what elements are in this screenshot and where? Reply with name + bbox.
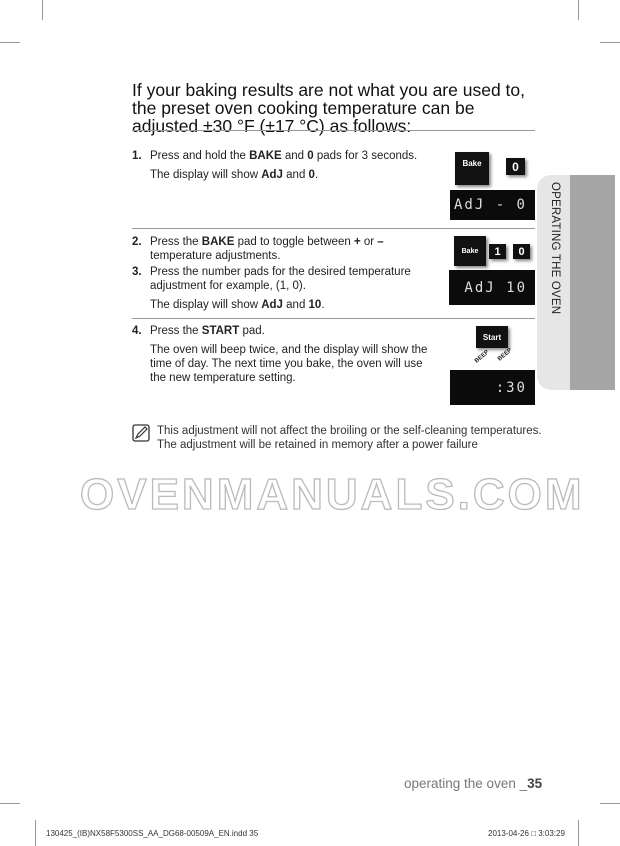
note-line: This adjustment will not affect the broi… (157, 425, 542, 437)
side-tab-bar (570, 175, 615, 390)
slug-date: 2013-04-26 □ 3:03:29 (488, 829, 565, 838)
step-number: 1. (132, 150, 142, 162)
crop-mark (42, 0, 43, 20)
step-2: 2. Press the BAKE pad to toggle between … (132, 235, 432, 263)
oven-display: :30 (450, 370, 535, 405)
step-3: 3. Press the number pads for the desired… (132, 265, 432, 312)
side-tab-label: OPERATING THE OVEN (549, 182, 561, 315)
crop-mark (578, 820, 579, 846)
heading-rule (132, 130, 535, 131)
crop-mark (600, 42, 620, 43)
watermark: OVENMANUALS.COM (79, 469, 585, 519)
page-number: 35 (527, 776, 543, 791)
crop-mark (0, 803, 20, 804)
divider (132, 318, 535, 319)
step-1: 1. Press and hold the BAKE and 0 pads fo… (132, 149, 432, 182)
oven-display: AdJ 10 (449, 270, 535, 305)
step-number: 3. (132, 266, 142, 278)
step-text: Press the BAKE pad to toggle between + o… (150, 236, 384, 262)
step-subtext: The oven will beep twice, and the displa… (150, 344, 428, 384)
bake-pad-image: Bake (454, 236, 486, 266)
oven-display: AdJ - 0 (450, 190, 535, 220)
bake-pad-image: Bake (455, 152, 489, 185)
zero-pad-image: 0 (513, 244, 530, 259)
step-number: 4. (132, 325, 142, 337)
page-heading: If your baking results are not what you … (132, 80, 525, 136)
note-pencil-icon (132, 424, 150, 442)
step-4: 4. Press the START pad. The oven will be… (132, 324, 432, 385)
step-subtext: The display will show AdJ and 10. (150, 299, 325, 311)
slug-file: 130425_(IB)NX58F5300SS_AA_DG68-00509A_EN… (46, 829, 259, 838)
step-number: 2. (132, 236, 142, 248)
step-text: Press and hold the BAKE and 0 pads for 3… (150, 150, 418, 162)
one-pad-image: 1 (489, 244, 506, 259)
crop-mark (0, 42, 20, 43)
crop-mark (578, 0, 579, 20)
zero-pad-image: 0 (506, 158, 525, 175)
divider (132, 228, 535, 229)
step-subtext: The display will show AdJ and 0. (150, 169, 319, 181)
note-line: The adjustment will be retained in memor… (157, 439, 478, 451)
page-footer: operating the oven _35 (404, 776, 542, 791)
crop-mark (35, 820, 36, 846)
note-text: This adjustment will not affect the broi… (157, 424, 542, 452)
crop-mark (600, 803, 620, 804)
footer-section: operating the oven _ (404, 776, 528, 791)
step-text: Press the START pad. (150, 325, 265, 337)
start-pad-image: Start (476, 326, 508, 348)
beep-label: BEEP (496, 347, 514, 363)
beep-label: BEEP (473, 349, 491, 365)
step-text: Press the number pads for the desired te… (150, 266, 411, 292)
